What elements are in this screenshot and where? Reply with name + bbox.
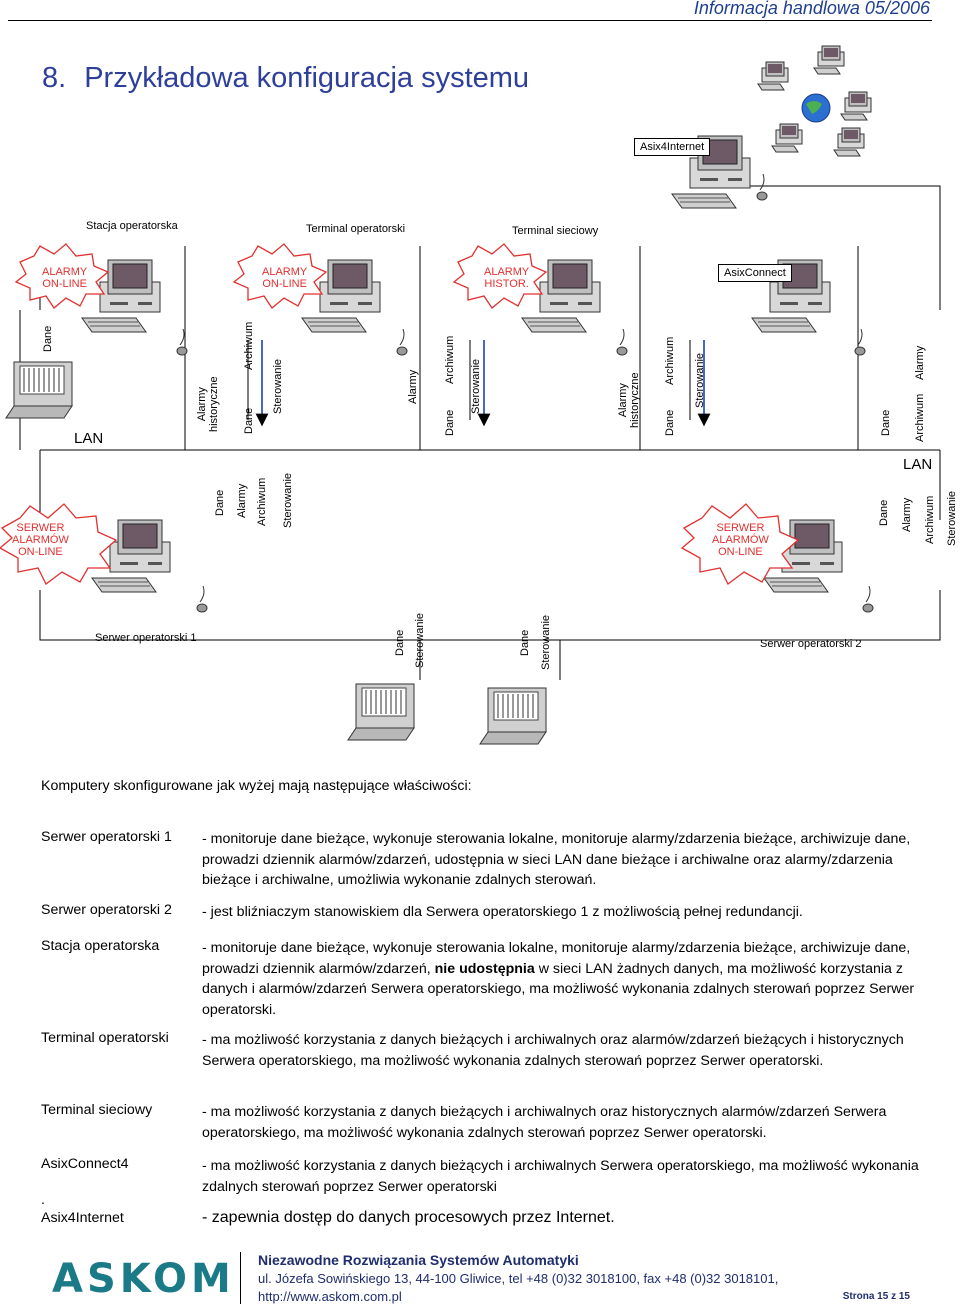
item-text: - zapewnia dostęp do danych procesowych … bbox=[202, 1209, 615, 1226]
footer-address: ul. Józefa Sowińskiego 13, 44-100 Gliwic… bbox=[258, 1271, 779, 1286]
flow-alarmy: Alarmy bbox=[407, 369, 419, 404]
section-heading: Przykładowa konfiguracja systemu bbox=[84, 62, 530, 94]
item-text: - ma możliwość korzystania z danych bież… bbox=[202, 1032, 904, 1069]
alarmy-histor: ALARMY HISTOR. bbox=[484, 266, 530, 290]
terminal-op-label: Terminal operatorski bbox=[306, 223, 406, 235]
section-number: 8. bbox=[42, 62, 67, 94]
item-text-part: w sieci LAN żadnych danych, ma możliwość… bbox=[202, 960, 915, 1018]
serwer-op-2-label: Serwer operatorski 2 bbox=[760, 638, 862, 650]
flow-archiwum: Archiwum bbox=[243, 321, 255, 370]
footer-divider bbox=[240, 1252, 241, 1304]
footer-company: Niezawodne Rozwiązania Systemów Automaty… bbox=[258, 1252, 579, 1268]
flow-dane: Dane bbox=[394, 629, 406, 656]
footer-url[interactable]: http://www.askom.com.pl bbox=[258, 1289, 402, 1304]
flow-dane: Dane bbox=[519, 629, 531, 656]
flow-dane: Dane bbox=[880, 409, 892, 436]
flow-dane: Dane bbox=[42, 325, 54, 352]
stacja-label: Stacja operatorska bbox=[86, 220, 178, 232]
flow-sterowanie: Sterowanie bbox=[414, 612, 426, 668]
item-text-bold: nie udostępnia bbox=[434, 960, 535, 977]
item-name: Terminal sieciowy bbox=[41, 1102, 153, 1118]
serwer-alarmow-1: SERWER ALARMÓW ON-LINE bbox=[12, 522, 69, 558]
flow-alarmy: Alarmy bbox=[901, 497, 913, 532]
item-text: - jest bliźniaczym stanowiskiem dla Serw… bbox=[202, 904, 803, 920]
item-name-dot: . bbox=[41, 1192, 45, 1208]
item-name: AsixConnect4 bbox=[41, 1156, 129, 1172]
document-header-title: Informacja handlowa 05/2006 bbox=[693, 0, 930, 18]
flow-sterowanie: Sterowanie bbox=[946, 490, 958, 546]
item-text-part: - monitoruje dane bieżące, wykonuje ster… bbox=[202, 940, 911, 977]
item-text: - ma możliwość korzystania z danych bież… bbox=[202, 1104, 887, 1141]
flow-dane: Dane bbox=[878, 499, 890, 526]
asixconnect-label: AsixConnect bbox=[718, 264, 792, 282]
page-number: Strona 15 z 15 bbox=[842, 1291, 910, 1302]
flow-archiwum: Archiwum bbox=[256, 477, 268, 526]
header-rule bbox=[8, 20, 932, 21]
lan-right-label: LAN bbox=[903, 456, 933, 473]
flow-sterowanie: Sterowanie bbox=[540, 614, 552, 670]
item-text: - monitoruje dane bieżące, wykonuje ster… bbox=[202, 831, 911, 888]
item-name: Terminal operatorski bbox=[41, 1030, 169, 1046]
item-name: Asix4Internet bbox=[41, 1210, 124, 1226]
system-diagram bbox=[0, 45, 941, 745]
serwer-alarmow-2: SERWER ALARMÓW ON-LINE bbox=[712, 522, 769, 558]
flow-dane: Dane bbox=[243, 407, 255, 434]
terminal-siec-label: Terminal sieciowy bbox=[512, 225, 599, 237]
flow-sterowanie: Sterowanie bbox=[282, 472, 294, 528]
flow-alarmy-historyczne: Alarmy historyczne bbox=[617, 372, 641, 428]
item-text: - ma możliwość korzystania z danych bież… bbox=[202, 1158, 919, 1195]
alarmy-online-2: ALARMY ON-LINE bbox=[262, 266, 308, 290]
flow-archiwum: Archiwum bbox=[914, 393, 926, 442]
flow-sterowanie: Sterowanie bbox=[470, 358, 482, 414]
item-name: Stacja operatorska bbox=[41, 938, 160, 954]
flow-alarmy-historyczne: Alarmy historyczne bbox=[196, 376, 220, 432]
flow-archiwum: Archiwum bbox=[664, 336, 676, 385]
flow-alarmy: Alarmy bbox=[914, 345, 926, 380]
flow-archiwum: Archiwum bbox=[444, 335, 456, 384]
item-text: - monitoruje dane bieżące, wykonuje ster… bbox=[202, 938, 942, 1020]
serwer-op-1-label: Serwer operatorski 1 bbox=[95, 632, 197, 644]
lan-left-label: LAN bbox=[74, 430, 104, 447]
flow-dane: Dane bbox=[664, 409, 676, 436]
item-name: Serwer operatorski 2 bbox=[41, 902, 172, 918]
flow-archiwum: Archiwum bbox=[924, 495, 936, 544]
flow-sterowanie: Sterowanie bbox=[272, 358, 284, 414]
flow-dane: Dane bbox=[214, 489, 226, 516]
item-name: Serwer operatorski 1 bbox=[41, 829, 172, 845]
flow-dane: Dane bbox=[444, 409, 456, 436]
section-title: 8. Przykładowa konfiguracja systemu bbox=[42, 62, 547, 95]
description-intro: Komputery skonfigurowane jak wyżej mają … bbox=[41, 778, 472, 794]
alarmy-online-1: ALARMY ON-LINE bbox=[42, 266, 88, 290]
flow-alarmy: Alarmy bbox=[236, 483, 248, 518]
askom-logo: ASKOM bbox=[52, 1256, 235, 1302]
asix4internet-label: Asix4Internet bbox=[634, 138, 711, 156]
flow-sterowanie: Sterowanie bbox=[694, 352, 706, 408]
